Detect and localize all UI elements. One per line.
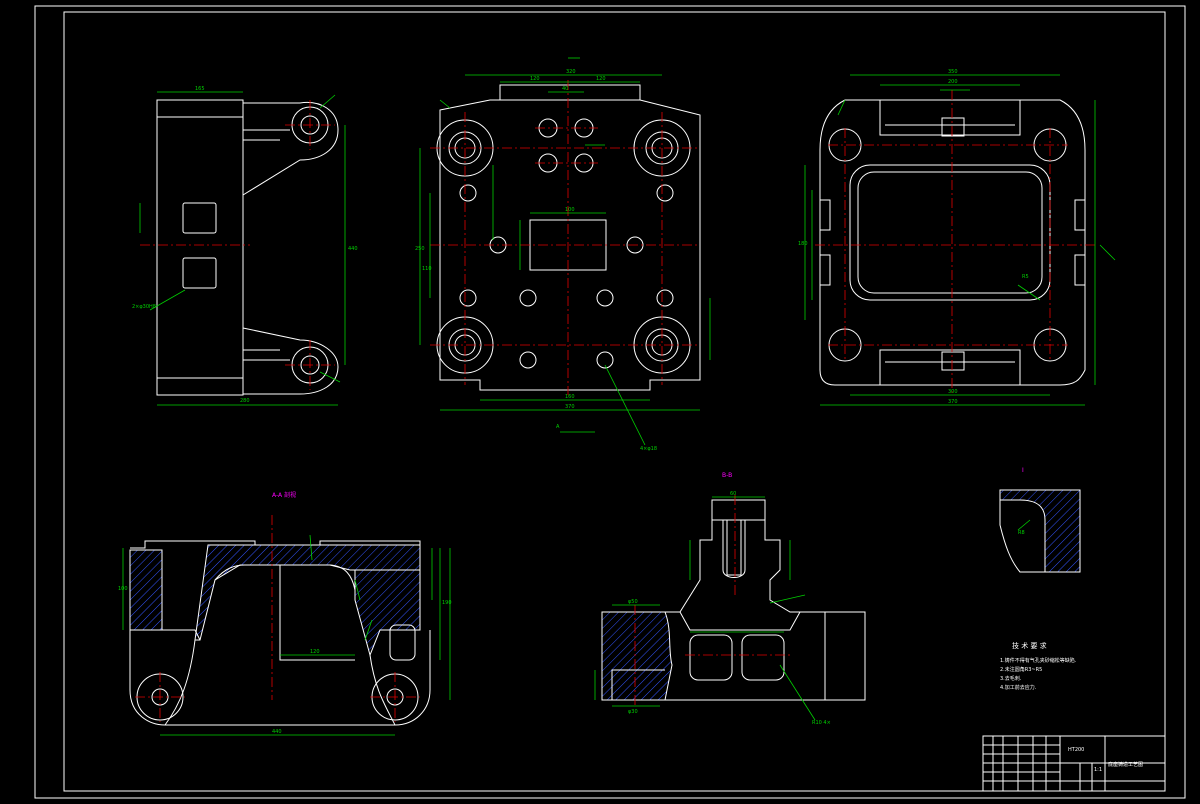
svg-text:R5: R5: [1022, 274, 1029, 280]
svg-text:φ50: φ50: [628, 599, 638, 605]
section-b-b: B-B 60 φ50 φ30 R10 4×: [594, 472, 866, 726]
svg-text:φ30: φ30: [628, 709, 638, 715]
svg-text:120: 120: [596, 76, 606, 82]
svg-text:160: 160: [565, 394, 575, 400]
svg-text:370: 370: [565, 404, 575, 410]
inner-border: [63, 11, 1166, 792]
svg-text:R8: R8: [1018, 530, 1025, 536]
svg-text:280: 280: [240, 398, 250, 404]
svg-text:370: 370: [948, 399, 958, 405]
svg-text:B-B: B-B: [722, 472, 732, 479]
outer-border: [34, 5, 1186, 799]
svg-text:300: 300: [948, 389, 958, 395]
svg-text:350: 350: [948, 69, 958, 75]
section-a-a: A-A 剖视 440 100 120 190: [118, 491, 452, 736]
title-block: HT200 1:1 底座铸造工艺图: [982, 735, 1166, 792]
svg-text:A-A 剖视: A-A 剖视: [272, 491, 296, 499]
svg-text:60: 60: [730, 491, 736, 497]
tech-item-3: 3.去毛刺.: [1000, 675, 1022, 682]
svg-text:165: 165: [195, 86, 205, 92]
front-view: 320 120 120 40 160 370 250 110 4×φ18 100…: [415, 57, 711, 452]
top-view: 350 200 370 300 180 R5: [798, 69, 1116, 406]
tech-title: 技 术 要 求: [1012, 641, 1047, 650]
svg-text:120: 120: [310, 649, 320, 655]
drawing-name: 底座铸造工艺图: [1108, 761, 1143, 768]
svg-text:100: 100: [118, 586, 128, 592]
svg-text:40: 40: [562, 86, 568, 92]
svg-text:440: 440: [348, 246, 358, 252]
tech-item-1: 1.铸件不得有气孔夹砂缩松等缺陷.: [1000, 657, 1077, 664]
svg-text:A: A: [556, 424, 560, 430]
scale-label: 1:1: [1094, 767, 1102, 773]
tech-item-4: 4.加工前去应力.: [1000, 684, 1037, 691]
detail-view: I R8: [999, 467, 1081, 573]
tech-item-2: 2.未注圆角R3~R5: [1000, 666, 1042, 673]
svg-text:120: 120: [530, 76, 540, 82]
svg-text:250: 250: [415, 246, 425, 252]
svg-text:180: 180: [798, 241, 808, 247]
svg-text:100: 100: [565, 207, 575, 213]
technical-requirements: 技 术 要 求 1.铸件不得有气孔夹砂缩松等缺陷. 2.未注圆角R3~R5 3.…: [1000, 641, 1077, 691]
svg-text:4×φ18: 4×φ18: [640, 446, 657, 452]
svg-text:200: 200: [948, 79, 958, 85]
svg-text:I: I: [1022, 467, 1024, 474]
material-label: HT200: [1068, 747, 1084, 753]
svg-text:440: 440: [272, 729, 282, 735]
svg-text:190: 190: [442, 600, 452, 606]
svg-text:2×φ30H8: 2×φ30H8: [132, 304, 156, 310]
side-view: 165 280 440 2×φ30H8: [132, 86, 358, 406]
svg-text:320: 320: [566, 69, 576, 75]
svg-text:R10 4×: R10 4×: [812, 720, 831, 726]
svg-text:110: 110: [422, 266, 432, 272]
